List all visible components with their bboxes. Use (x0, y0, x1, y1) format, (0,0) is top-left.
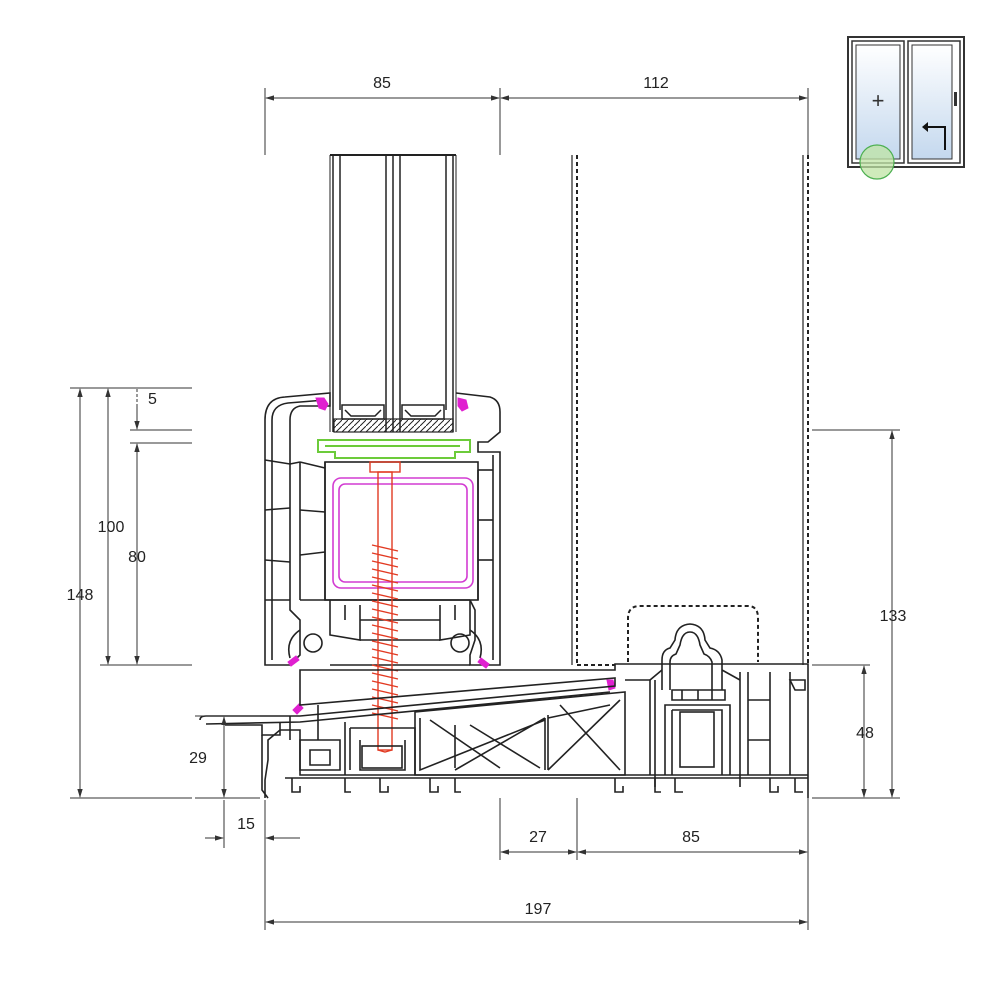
sash-profile (264, 392, 501, 666)
dim-top-85: 85 (373, 75, 391, 92)
section-marker-icon (859, 144, 895, 180)
sliding-arrow-icon (922, 122, 946, 150)
dim-overall-197: 197 (525, 901, 552, 918)
dimension-labels: 85 112 5 100 80 148 29 15 27 85 197 133 … (67, 75, 907, 918)
frame-sill-profile (199, 623, 809, 799)
dim-bottom-27: 27 (529, 829, 547, 846)
window-thumbnail: + (847, 36, 965, 180)
dim-left-5: 5 (148, 391, 157, 408)
dim-left-100: 100 (98, 519, 125, 536)
steel-reinforcement (332, 477, 474, 589)
dim-right-133: 133 (880, 608, 907, 625)
fixed-glazing-outline (576, 155, 809, 666)
fixed-pane-symbol: + (872, 88, 885, 113)
fixing-screw (369, 461, 401, 753)
dim-bottom-85: 85 (682, 829, 700, 846)
insulated-glass-unit (329, 154, 457, 433)
dim-left-148: 148 (67, 587, 94, 604)
dim-top-112: 112 (643, 75, 669, 92)
dim-right-48: 48 (856, 725, 874, 742)
dim-left-80: 80 (128, 549, 146, 566)
handle-icon (954, 92, 957, 106)
glazing-bead (317, 439, 471, 459)
dimension-lines (70, 88, 900, 930)
dim-left-29: 29 (189, 750, 207, 767)
dim-bottom-15: 15 (237, 816, 255, 833)
gaskets (287, 397, 616, 715)
